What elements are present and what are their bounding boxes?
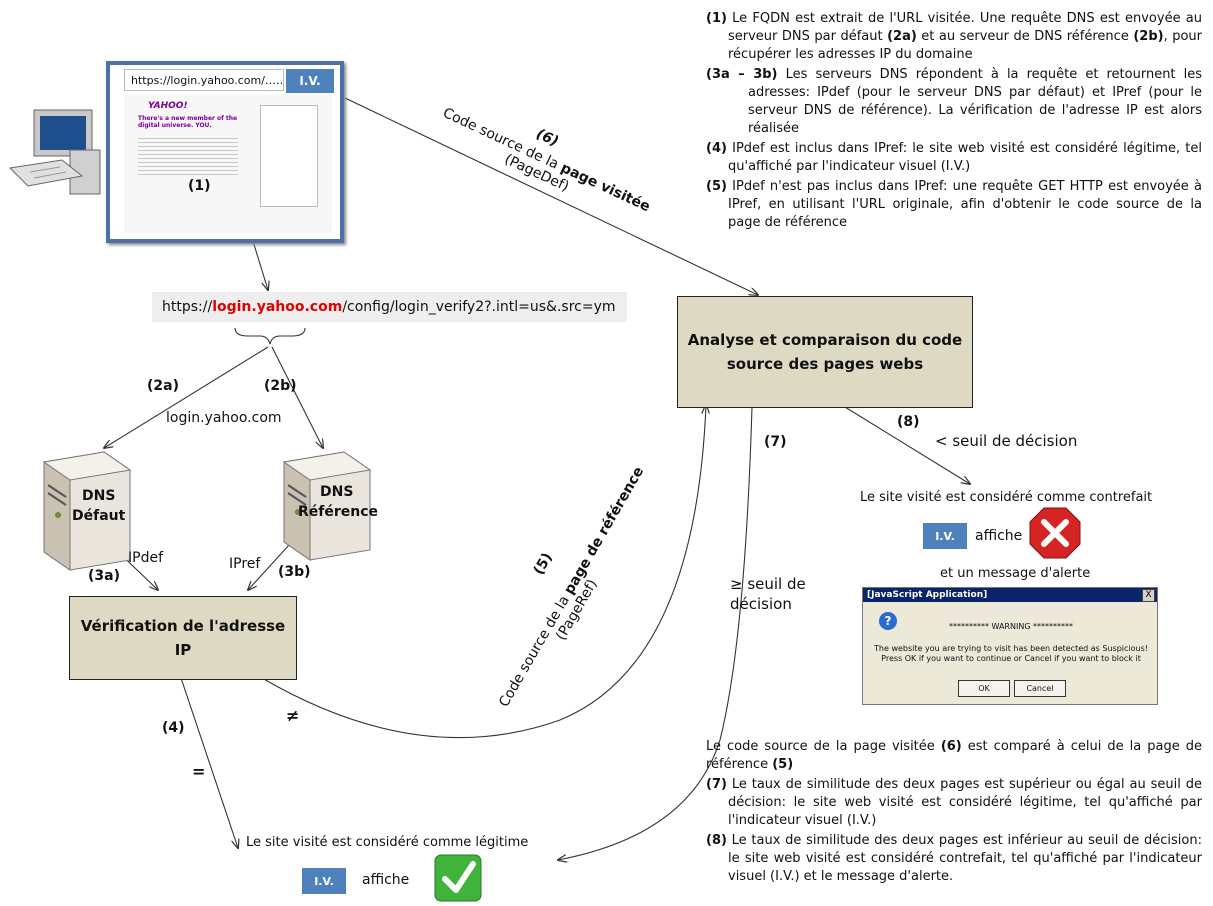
step-1: (1)	[188, 178, 211, 194]
arrow-2b	[271, 346, 323, 448]
dialog-title: [JavaScript Application]	[863, 588, 1157, 602]
analysis-box: Analyse et comparaison du code source de…	[677, 296, 973, 408]
url-domain: login.yahoo.com	[212, 299, 343, 315]
dialog-close-button[interactable]: X	[1142, 589, 1155, 602]
step-8: (8)	[897, 414, 920, 430]
analysis-line-2: source des pages webs	[726, 355, 924, 373]
dialog-cancel-button[interactable]: Cancel	[1014, 680, 1066, 697]
page-logo: YAHOO!	[148, 101, 188, 111]
legit-result-text: Le site visité est considéré comme légit…	[246, 835, 529, 850]
arrow-4	[180, 677, 238, 848]
analysis-line-1: Analyse et comparaison du code	[687, 331, 963, 349]
note-1: (1) Le FQDN est extrait de l'URL visitée…	[706, 11, 1202, 62]
note-intro: Le code source de la page visitée (6) es…	[706, 739, 1202, 772]
above-threshold-label-1: ≥ seuil de	[730, 575, 806, 593]
ipref-label: IPref	[229, 556, 261, 572]
step-3b: (3b)	[278, 564, 311, 580]
arrow-2a	[104, 346, 269, 448]
note-8: (8) Le taux de similitude des deux pages…	[706, 833, 1202, 884]
fake-result-text: Le site visité est considéré comme contr…	[860, 490, 1153, 505]
step-2b: (2b)	[264, 378, 297, 394]
fake-shows-text: affiche	[975, 528, 1023, 544]
note-3: (3a – 3b) Les serveurs DNS répondent à l…	[706, 67, 1202, 136]
domain-label: login.yahoo.com	[166, 410, 282, 426]
url-prefix: https://	[162, 299, 213, 315]
check-icon	[434, 854, 482, 902]
notes-bottom: Le code source de la page visitée (6) es…	[706, 738, 1202, 888]
error-icon	[1029, 507, 1081, 559]
arrow-5	[261, 405, 706, 739]
url-suffix: /config/login_verify2?.intl=us&.src=ym	[342, 299, 616, 315]
browser-address-bar[interactable]: https://login.yahoo.com/………….	[124, 69, 284, 91]
computer-icon	[8, 109, 101, 195]
url-display: https://login.yahoo.com/config/login_ver…	[152, 292, 627, 322]
iv-indicator-legit: I.V.	[302, 868, 346, 894]
question-icon: ?	[879, 612, 897, 630]
not-equal-sign: ≠	[286, 706, 300, 725]
below-threshold-label: < seuil de décision	[935, 432, 1078, 450]
arrow-7	[558, 406, 753, 860]
above-threshold-label-2: décision	[730, 595, 792, 613]
page-headline: There's a new member of the digital univ…	[138, 115, 238, 129]
dns-ref-label-1: DNS	[320, 484, 354, 500]
ip-verification-box: Vérification de l'adresse IP	[69, 596, 297, 680]
dialog-ok-button[interactable]: OK	[958, 680, 1010, 697]
legit-shows-text: affiche	[362, 872, 410, 888]
page-login-panel	[260, 105, 318, 207]
dns-default-label-1: DNS	[82, 488, 116, 504]
note-4: (4) IPdef est inclus dans IPref: le site…	[706, 141, 1202, 174]
iv-indicator: I.V.	[286, 69, 334, 93]
alert-text: et un message d'alerte	[940, 566, 1091, 581]
ipdef-label: IPdef	[128, 550, 163, 566]
step-7: (7)	[764, 434, 787, 450]
iv-indicator-fake: I.V.	[923, 523, 967, 549]
arrow-8	[844, 406, 970, 484]
dns-ref-label-2: Référence	[298, 504, 379, 520]
server-icon-default	[42, 451, 132, 571]
url-brace	[234, 327, 306, 345]
page-text-lines	[138, 135, 238, 175]
step-2a: (2a)	[147, 378, 179, 394]
note-7: (7) Le taux de similitude des deux pages…	[706, 777, 1202, 828]
arrow-6	[344, 97, 758, 295]
dialog-line-1: The website you are trying to visit has …	[874, 644, 1148, 653]
step-3a: (3a)	[88, 568, 120, 584]
browser-page: YAHOO! There's a new member of the digit…	[124, 95, 332, 233]
notes-top: (1) Le FQDN est extrait de l'URL visitée…	[706, 10, 1202, 234]
step-4: (4)	[162, 720, 185, 736]
note-5: (5) IPdef n'est pas inclus dans IPref: u…	[706, 179, 1202, 230]
dialog-line-2: Press OK if you want to continue or Canc…	[881, 654, 1141, 663]
equal-sign: =	[192, 762, 206, 781]
alert-dialog: [JavaScript Application] X ? ********** …	[862, 587, 1158, 705]
browser-window: https://login.yahoo.com/…………. I.V. YAHOO…	[106, 61, 344, 243]
dialog-warning: ********** WARNING **********	[948, 622, 1074, 631]
server-icon-reference	[282, 451, 372, 561]
dns-default-label-2: Défaut	[72, 508, 126, 524]
